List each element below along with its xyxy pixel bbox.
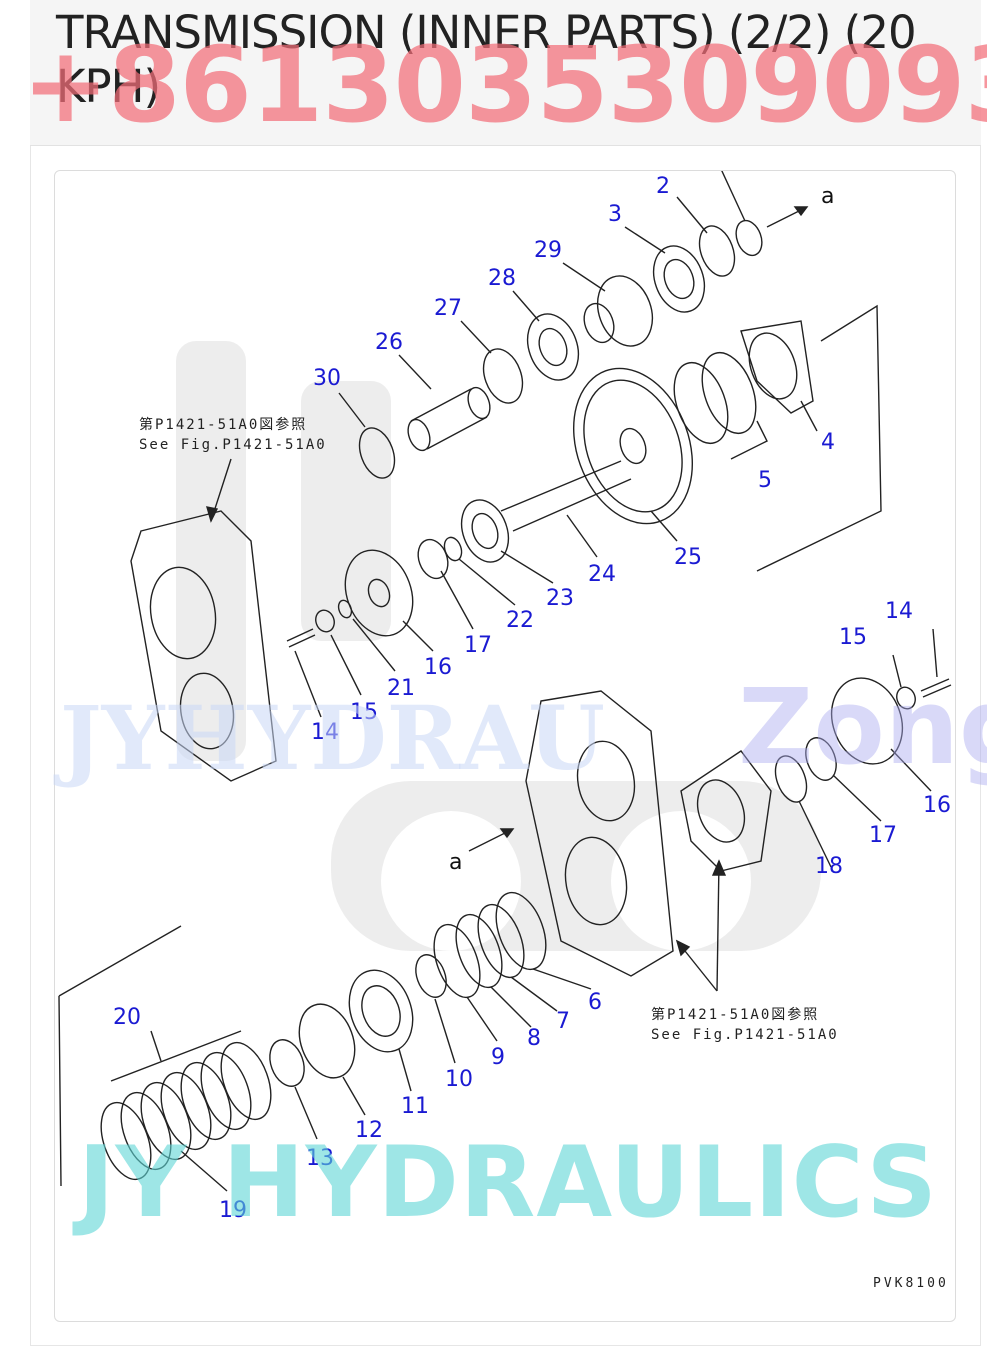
part-3-bearing xyxy=(652,245,706,313)
part-label-10: 10 xyxy=(445,1067,473,1092)
part-label-30: 30 xyxy=(313,366,341,391)
part-8-plate xyxy=(455,913,503,989)
diagram-card: 第P1421-51A0図参照 See Fig.P1421-51A0 第P1421… xyxy=(54,170,956,1322)
part-label-25: 25 xyxy=(674,545,702,570)
part-label-2: 2 xyxy=(656,174,670,199)
part-15-washer xyxy=(315,609,335,633)
part-label-17-right: 17 xyxy=(869,823,897,848)
part-label-24: 24 xyxy=(588,562,616,587)
part-label-3: 3 xyxy=(608,202,622,227)
part-label-26: 26 xyxy=(375,330,403,355)
part-label-18: 18 xyxy=(815,854,843,879)
part-label-27: 27 xyxy=(434,296,462,321)
part-1-snap-ring xyxy=(735,219,763,257)
reference-top-line2: See Fig.P1421-51A0 xyxy=(139,437,327,453)
part-17-seal xyxy=(417,538,449,580)
part-label-17: 17 xyxy=(464,633,492,658)
part-14-bolt xyxy=(286,628,316,648)
part-label-23: 23 xyxy=(546,586,574,611)
faded-company-watermark: JYHYDRAU xyxy=(60,686,605,790)
part-label-22: 22 xyxy=(506,608,534,633)
part-label-15: 15 xyxy=(350,700,378,725)
arrow-label-top: a xyxy=(821,184,834,209)
reference-bottom-line1: 第P1421-51A0図参照 xyxy=(651,1006,819,1023)
part-label-29: 29 xyxy=(534,238,562,263)
page-frame xyxy=(30,0,981,1346)
part-23-bearing xyxy=(460,499,510,563)
part-21-oring xyxy=(337,599,353,619)
part-label-28: 28 xyxy=(488,266,516,291)
part-label-15-right: 15 xyxy=(839,625,867,650)
phone-watermark: +8613035309093 xyxy=(22,24,987,146)
part-label-20: 20 xyxy=(113,1005,141,1030)
part-25-large-gear xyxy=(572,367,694,525)
part-5-shims xyxy=(701,351,757,435)
arrow-ref-bottom-1 xyxy=(716,860,720,992)
part-label-5: 5 xyxy=(758,468,772,493)
part-16-flange-right xyxy=(830,677,904,765)
part-12-retainer xyxy=(298,1003,356,1079)
reference-top-line1: 第P1421-51A0図参照 xyxy=(139,416,307,433)
part-17-seal-right xyxy=(805,737,837,781)
part-label-14-right: 14 xyxy=(885,599,913,624)
part-label-8: 8 xyxy=(527,1026,541,1051)
part-13-bearing xyxy=(269,1039,305,1087)
part-label-11: 11 xyxy=(401,1094,429,1119)
part-20-leader xyxy=(110,1030,242,1082)
part-label-4: 4 xyxy=(821,430,835,455)
arrow-label-mid: a xyxy=(449,850,462,875)
part-15-washer-right xyxy=(896,686,916,710)
outline-frame-top xyxy=(756,304,882,572)
part-6-ring xyxy=(495,891,547,971)
part-label-14: 14 xyxy=(311,720,339,745)
exploded-parts-diagram: 第P1421-51A0図参照 See Fig.P1421-51A0 第P1421… xyxy=(58,171,952,1291)
transmission-case-upper xyxy=(130,510,277,782)
part-9-plate xyxy=(433,923,481,999)
part-29-gear xyxy=(596,275,654,347)
part-label-21: 21 xyxy=(387,676,415,701)
part-label-13: 13 xyxy=(306,1146,334,1171)
faded-zong-watermark: Zong xyxy=(738,666,987,788)
transmission-case-middle xyxy=(525,690,674,977)
part-26-shaft xyxy=(410,388,488,450)
bearing-cage xyxy=(680,750,772,872)
page-title: TRANSMISSION (INNER PARTS) (2/2) (20 KPH… xyxy=(56,6,917,113)
drawing-code: PVK8100 xyxy=(873,1276,949,1291)
part-10-bearing xyxy=(415,954,447,998)
company-watermark: JY HYDRAULICS xyxy=(78,1126,938,1240)
part-4-cover xyxy=(740,320,814,414)
part-label-12: 12 xyxy=(355,1118,383,1143)
part-label-19: 19 xyxy=(219,1198,247,1223)
outline-frame-bottom xyxy=(58,925,182,1187)
part-11-carrier xyxy=(348,969,414,1053)
part-label-16-right: 16 xyxy=(923,793,951,818)
background-logo-shapes xyxy=(176,341,821,951)
part-7-ring xyxy=(477,903,525,979)
part-label-16: 16 xyxy=(424,655,452,680)
part-27-bearing xyxy=(482,348,524,404)
part-22-collar xyxy=(443,536,463,562)
part-24-output-shaft xyxy=(500,460,632,532)
part-28-bearing xyxy=(526,313,580,381)
part-2-snap-ring xyxy=(698,225,736,277)
title-bar xyxy=(30,0,981,146)
part-label-6: 6 xyxy=(588,990,602,1015)
part-14-bolt-right xyxy=(920,678,952,698)
reference-bottom-line2: See Fig.P1421-51A0 xyxy=(651,1027,839,1043)
part-label-9: 9 xyxy=(491,1045,505,1070)
part-30-snap-ring xyxy=(358,427,396,479)
part-label-7: 7 xyxy=(556,1009,570,1034)
part-19-20-clutch-pack xyxy=(100,1041,272,1181)
